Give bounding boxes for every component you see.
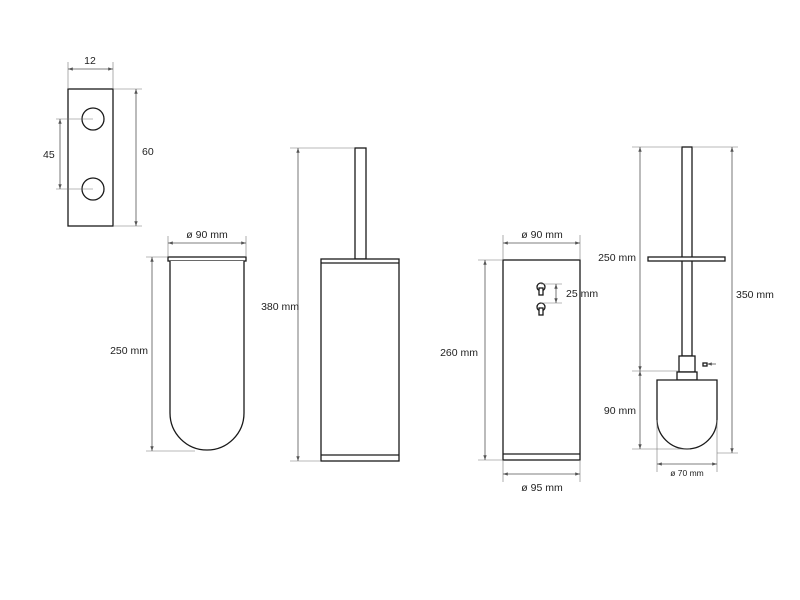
holder-body-side — [320, 258, 400, 462]
keyhole-slot-top — [536, 282, 546, 296]
keyhole-spacing-label: 25 mm — [566, 288, 598, 300]
glass-insert-body — [169, 261, 245, 451]
glass-insert-view: ø 90 mm 250 mm — [110, 229, 247, 452]
brush-lid — [647, 256, 726, 262]
brush-handle-length-label: 250 mm — [598, 252, 636, 264]
glass-diameter-label: ø 90 mm — [186, 229, 228, 241]
brush-head-diameter-label: ø 70 mm — [670, 468, 704, 478]
mount-plate-view: 12 60 45 — [43, 55, 154, 227]
holder-side-view: 380 mm — [261, 147, 400, 462]
glass-insert-rim — [167, 256, 247, 262]
holder-height-label: 260 mm — [440, 347, 478, 359]
holder-total-height-label: 380 mm — [261, 301, 299, 313]
brush-handle — [681, 146, 693, 357]
brush-neck — [678, 355, 696, 373]
brush-head-height-label: 90 mm — [604, 405, 636, 417]
holder-base-diameter-label: ø 95 mm — [521, 482, 563, 494]
plate-hole-spacing-label: 45 — [43, 149, 55, 161]
brush-handle-side — [354, 147, 367, 260]
brush-small-indicator — [702, 362, 708, 367]
plate-height-label: 60 — [142, 146, 154, 158]
brush-collar — [676, 371, 698, 381]
holder-top-diameter-label: ø 90 mm — [521, 229, 563, 241]
brush-head — [656, 379, 718, 450]
plate-width-label: 12 — [84, 55, 96, 67]
brush-total-length-label: 350 mm — [736, 289, 774, 301]
holder-front-view: ø 90 mm 25 mm 260 mm ø 95 mm — [440, 229, 598, 494]
glass-height-label: 250 mm — [110, 345, 148, 357]
brush-view: 250 mm 90 mm 350 mm ø 70 mm — [598, 146, 774, 478]
